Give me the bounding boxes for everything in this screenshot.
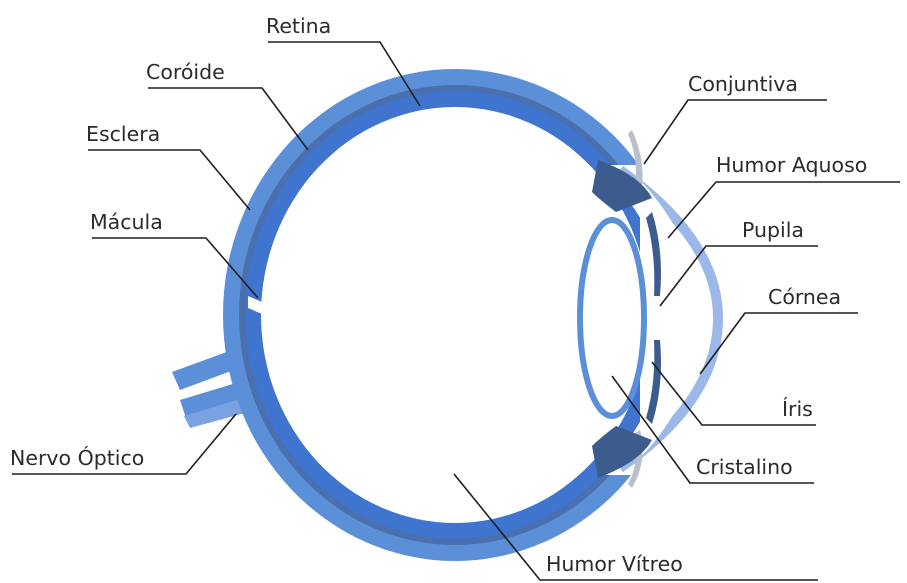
label-cristalino: Cristalino [696, 455, 793, 479]
label-pupila: Pupila [742, 218, 804, 242]
label-conjuntiva: Conjuntiva [688, 72, 798, 96]
label-macula: Mácula [90, 210, 163, 234]
label-retina: Retina [266, 14, 331, 38]
label-humor-vitreo: Humor Vítreo [546, 552, 683, 576]
label-coroide: Coróide [146, 60, 225, 84]
lens [580, 220, 644, 416]
label-iris: Íris [782, 396, 813, 421]
label-esclera: Esclera [86, 122, 160, 146]
label-nervo-optico: Nervo Óptico [10, 445, 144, 470]
label-humor-aquoso: Humor Aquoso [716, 153, 867, 177]
label-cornea: Córnea [768, 285, 841, 309]
